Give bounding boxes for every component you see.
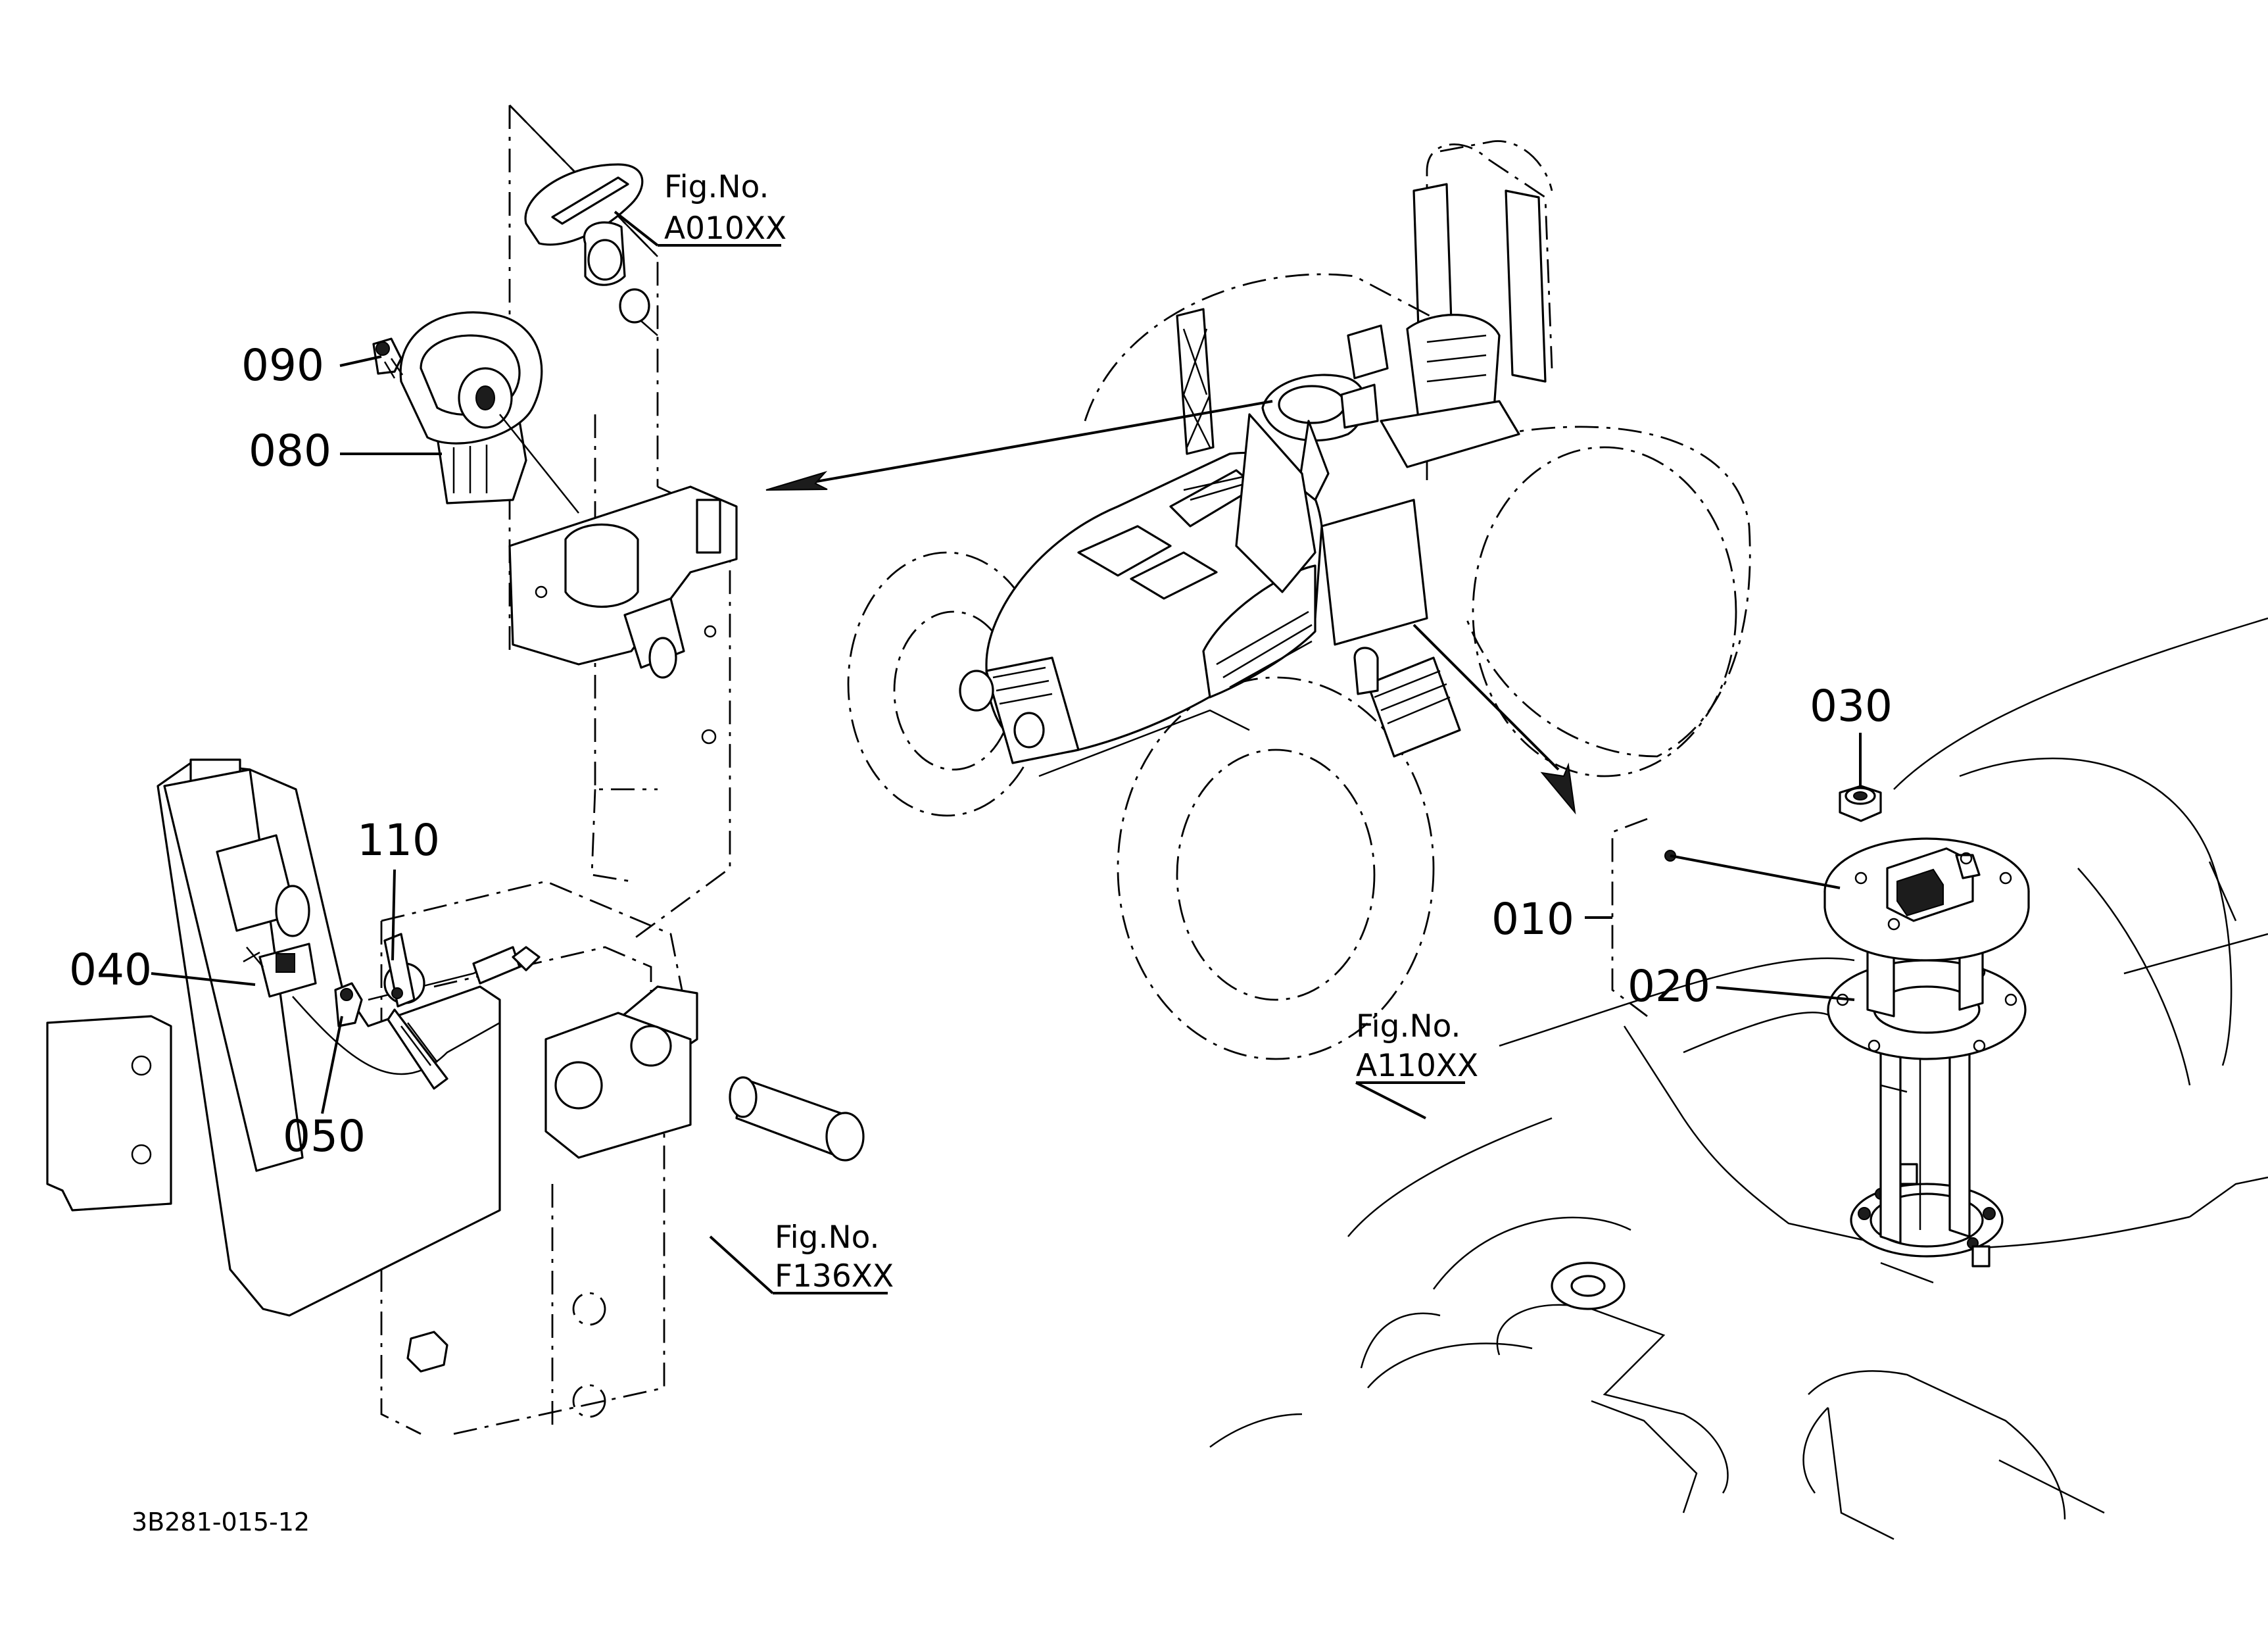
leader-lines <box>151 210 1862 1294</box>
callout-110: 110 <box>357 815 440 866</box>
nut-030 <box>1839 785 1882 822</box>
fig-ref-code-a010xx: A010XX <box>664 210 786 247</box>
fig-ref-code-a110xx: A110XX <box>1356 1048 1478 1084</box>
screw-090 <box>372 337 404 379</box>
fig-ref-code-f136xx: F136XX <box>775 1258 894 1294</box>
tractor-overview <box>847 140 1751 1060</box>
callout-080: 080 <box>249 426 331 476</box>
fig-ref-caption-a010xx: Fig.No. <box>664 169 769 205</box>
callout-090: 090 <box>241 340 324 391</box>
callout-020: 020 <box>1628 961 1710 1012</box>
callout-030: 030 <box>1810 681 1893 731</box>
pedal-sensor-080 <box>399 311 579 514</box>
callout-labels: 090 080 110 040 050 010 020 030 <box>69 340 1893 1162</box>
overview-arrows <box>765 400 1576 815</box>
fuel-sender-assembly <box>1823 837 2030 1267</box>
document-id: 3B281-015-12 <box>132 1508 310 1536</box>
assembly-010-bracket <box>1611 818 1648 1018</box>
figure-references: Fig.No. A010XX Fig.No. F136XX Fig.No. A1… <box>664 169 1478 1294</box>
fig-ref-caption-a110xx: Fig.No. <box>1356 1008 1460 1045</box>
callout-040: 040 <box>69 945 152 995</box>
fig-ref-caption-f136xx: Fig.No. <box>775 1219 879 1256</box>
linkage-a010xx-inset <box>508 105 658 336</box>
callout-050: 050 <box>283 1111 366 1162</box>
pedal-bracket-assembly <box>46 105 865 1435</box>
callout-010: 010 <box>1491 894 1574 945</box>
